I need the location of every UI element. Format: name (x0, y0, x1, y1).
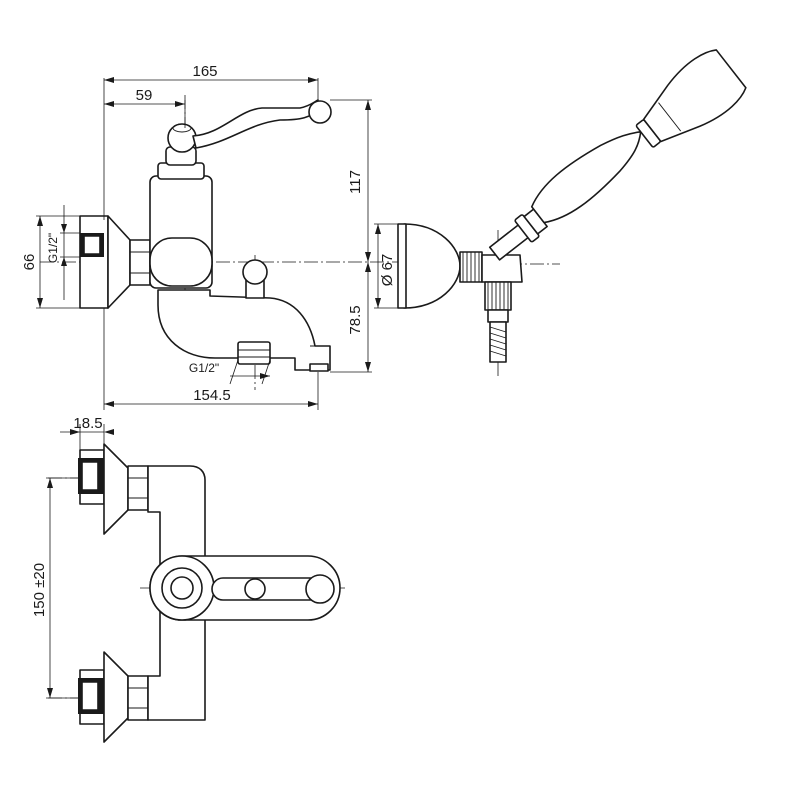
dim-spout-depth: 78.5 (330, 262, 372, 373)
eccentric-bore (83, 235, 101, 255)
dim-handle-offset: 59 (104, 87, 186, 128)
front-view: 165 59 117 78.5 (21, 63, 520, 410)
hose-ferrule (487, 309, 509, 323)
dim-holder-diameter: Ø 67 (374, 223, 398, 309)
hand-shower (488, 49, 747, 261)
dim-label-165: 165 (192, 63, 217, 80)
dim-overall-width: 165 (103, 63, 319, 220)
spout (157, 259, 331, 372)
dim-handle-height: 117 (330, 99, 372, 262)
mixer-top (149, 555, 341, 621)
wall-eccentric (79, 215, 151, 309)
hose (489, 321, 507, 363)
diverter-top (244, 578, 266, 600)
lever-arm (192, 99, 319, 149)
dim-label-59: 59 (136, 87, 153, 104)
dim-label-117: 117 (347, 170, 364, 194)
aerator (309, 363, 329, 372)
shower-outlet (237, 341, 271, 365)
dim-label-154-5: 154.5 (193, 387, 231, 404)
upper-nut (127, 465, 149, 511)
wall-cone (107, 215, 131, 309)
lever-ball-top (305, 574, 335, 604)
holder-dome (403, 223, 461, 309)
dim-label-18-5: 18.5 (73, 415, 102, 432)
dim-label-inlet-g12: G1/2" (46, 233, 60, 263)
lower-bore (81, 681, 99, 711)
upper-cone (103, 443, 129, 535)
shower-view: Ø 67 (374, 49, 747, 378)
dim-label-66: 66 (21, 254, 38, 271)
dim-label-150: 150 ±20 (31, 563, 48, 617)
dim-label-outlet-g12: G1/2" (189, 361, 219, 375)
lever-handle (192, 99, 332, 149)
wall-plate (79, 215, 109, 309)
hex-nut (129, 239, 151, 286)
dim-outlet-thread: G1/2" (189, 359, 271, 385)
hose-nut (484, 281, 512, 311)
mixer-body (149, 123, 213, 289)
lower-eccentric (78, 651, 149, 743)
upper-eccentric (78, 443, 149, 535)
body-lower-bulge (149, 237, 213, 287)
diverter-knob (242, 259, 268, 285)
lower-cone (103, 651, 129, 743)
upper-bore (81, 461, 99, 491)
lower-nut (127, 675, 149, 721)
dim-connector-height: 66 (21, 215, 80, 309)
holder-swivel (481, 254, 523, 283)
dim-centre-distance: 150 ±20 (31, 477, 80, 699)
top-view: 18.5 150 ±20 (31, 415, 345, 743)
handle-knob (167, 123, 197, 153)
cartridge-cap (170, 576, 194, 600)
dim-label-d67: Ø 67 (379, 254, 396, 287)
lever-ball (308, 100, 332, 124)
dim-spout-length: 154.5 (103, 308, 319, 410)
dim-label-78-5: 78.5 (347, 305, 364, 334)
shower-head (642, 49, 747, 143)
dim-inlet-thread: G1/2" (46, 205, 80, 300)
spout-body (157, 289, 331, 371)
holder-plate (397, 223, 407, 309)
dim-eccentric-width: 18.5 (60, 415, 114, 450)
shower-grip (530, 131, 642, 224)
